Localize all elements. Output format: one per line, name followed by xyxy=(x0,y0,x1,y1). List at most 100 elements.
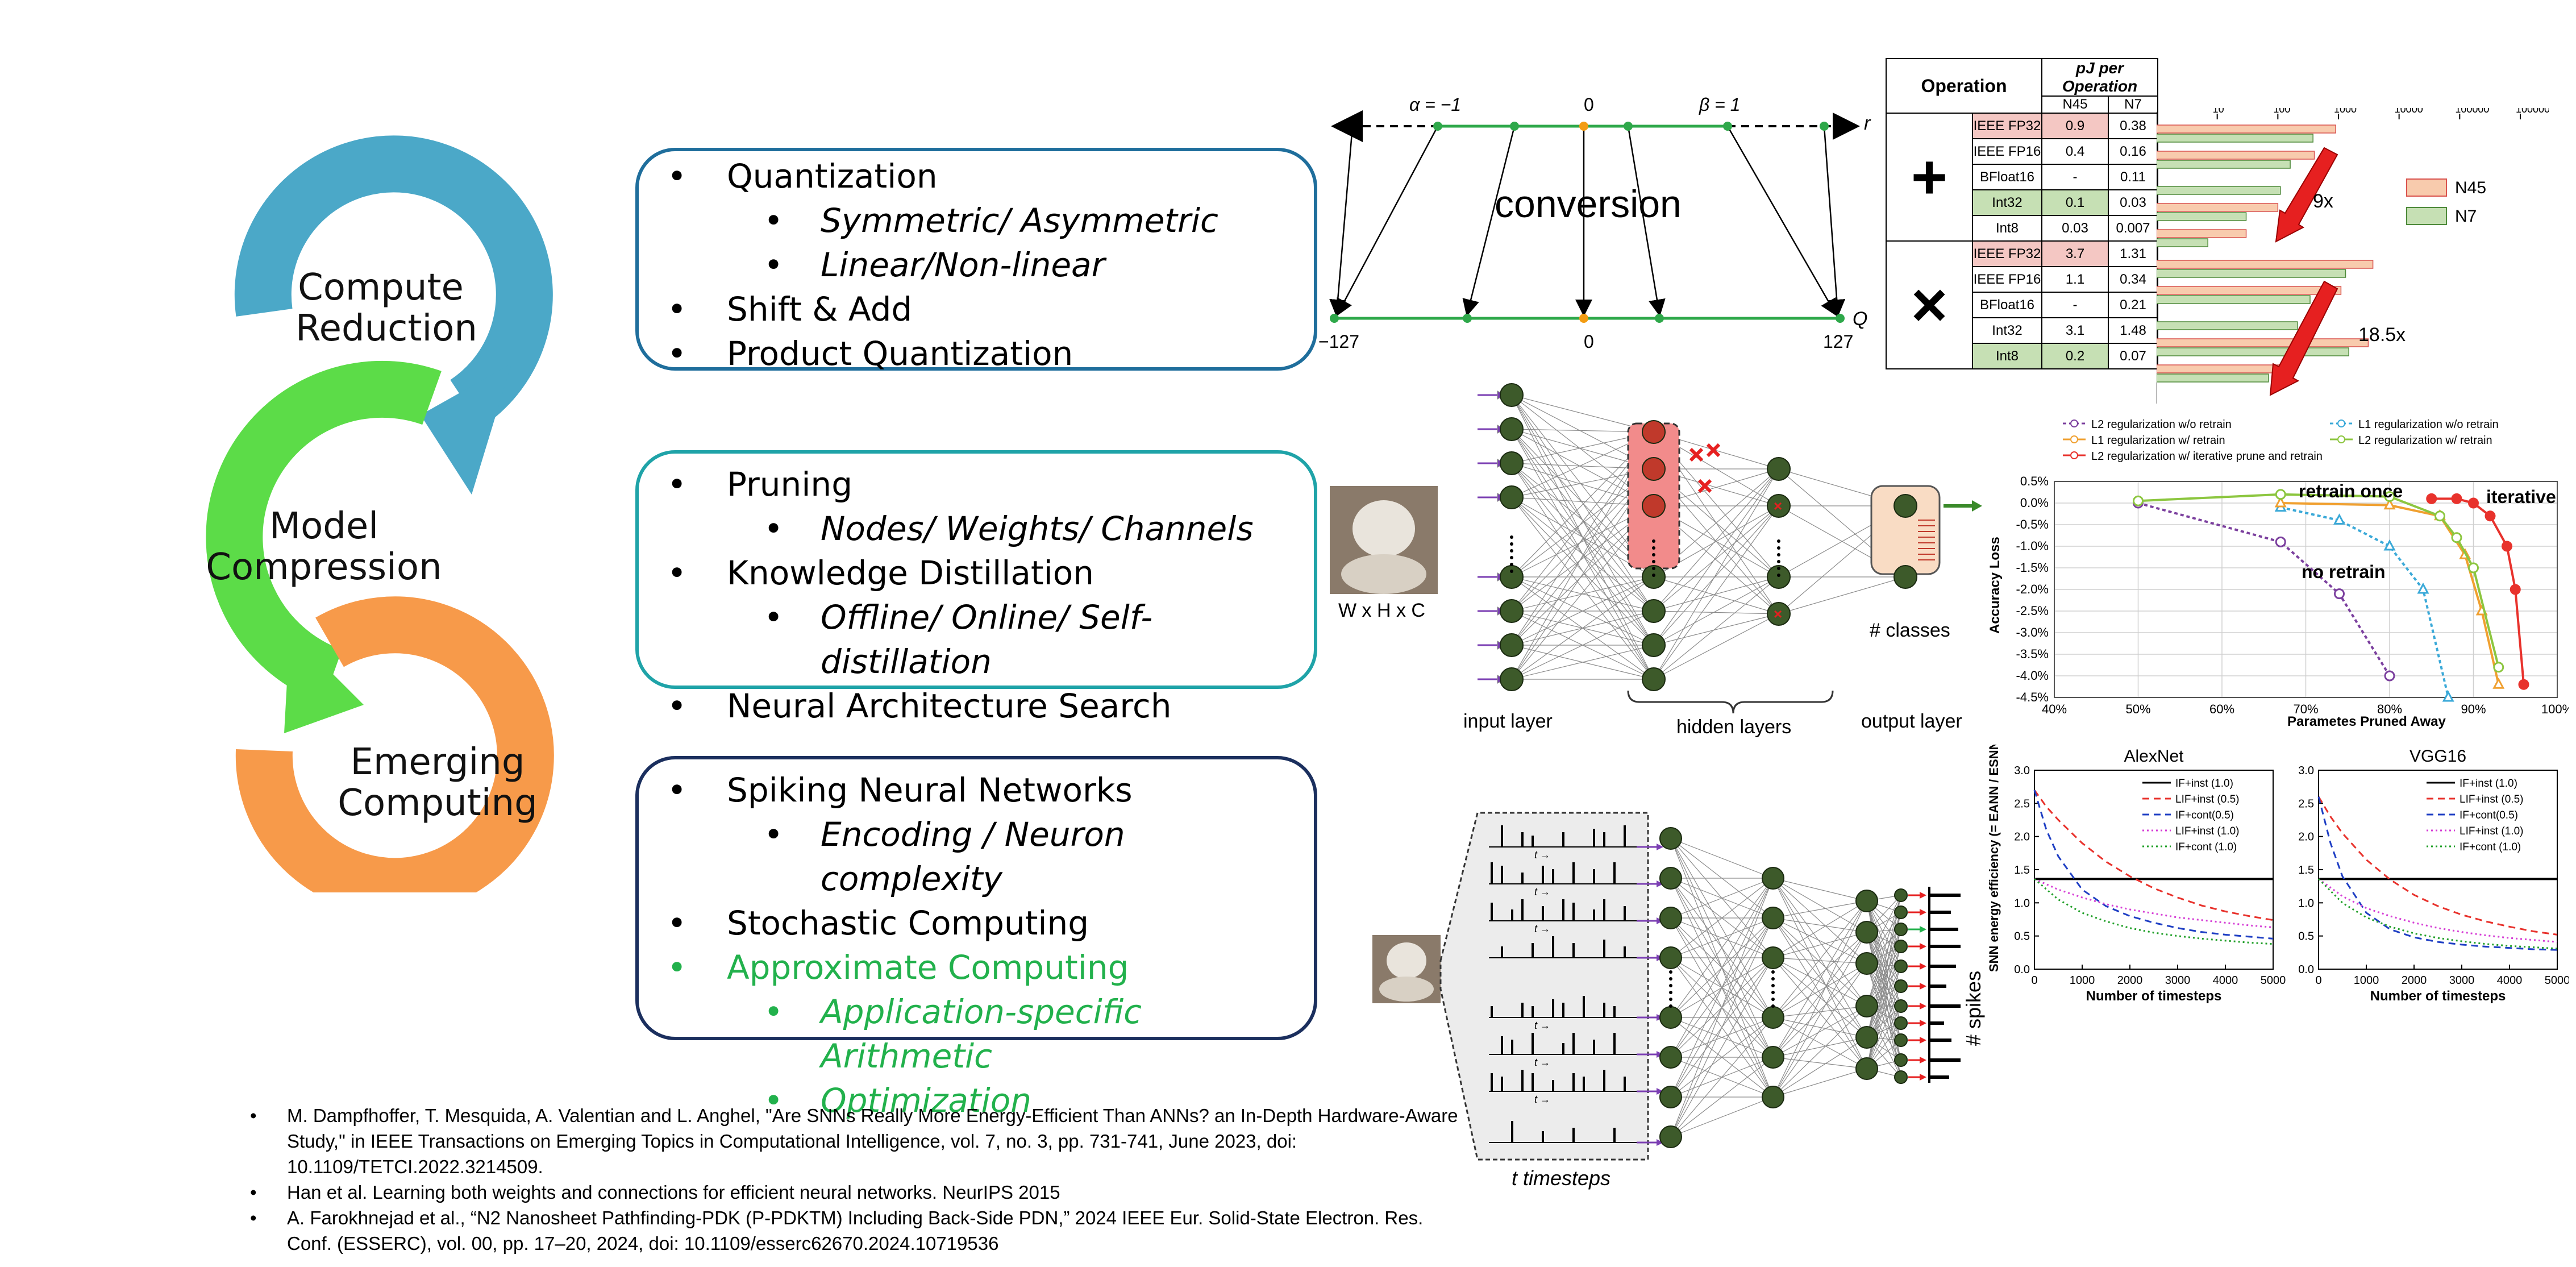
snn-node xyxy=(1894,959,1908,973)
connection-line xyxy=(1653,613,1779,680)
ellipsis-dot xyxy=(1777,553,1780,556)
legend-swatch-n7 xyxy=(2406,207,2447,225)
legend-label: L2 regularization w/o retrain xyxy=(2091,418,2232,431)
annotation-iterative: iterative xyxy=(2486,487,2556,507)
table-cell: - xyxy=(2041,292,2109,318)
energy-bar-n45 xyxy=(2157,338,2369,347)
table-cell: 0.03 xyxy=(2041,215,2109,242)
snn-cat-body xyxy=(1379,977,1434,1002)
snn-ylabel: SNN energy efficiency (= EANN / ESNN) xyxy=(1987,745,2001,972)
legend-label: L2 regularization w/ retrain xyxy=(2358,434,2492,447)
ellipsis-dot xyxy=(1652,539,1655,543)
snn-node xyxy=(1894,940,1908,953)
y-tick-label: 0.5 xyxy=(2298,930,2314,943)
ellipsis-dot xyxy=(1652,574,1655,577)
y-tick-label: 3.0 xyxy=(2298,765,2314,777)
energy-table: Operation pJ per Operation N45 N7 + IEEE… xyxy=(1886,58,2158,369)
ellipsis-dot xyxy=(1652,553,1655,556)
network-node xyxy=(1642,420,1666,444)
energy-bar-n45 xyxy=(2157,286,2342,295)
legend-marker xyxy=(2337,435,2345,443)
snn-connection xyxy=(1670,1017,1774,1137)
table-cell: IEEE FP32 xyxy=(1972,240,2042,267)
energy-bar-n7 xyxy=(2157,373,2269,383)
connection-line xyxy=(1511,576,1654,680)
list-item: Encoding / Neuron complexity xyxy=(639,812,1314,901)
energy-bar-n7 xyxy=(2157,238,2208,247)
pruned-node-mark: × xyxy=(1774,605,1782,622)
network-node xyxy=(1500,667,1524,691)
snn-node xyxy=(1659,827,1682,850)
network-node xyxy=(1767,457,1791,481)
snn-connection xyxy=(1772,900,1867,958)
snn-connection xyxy=(1670,878,1774,1137)
list-item: Quantization xyxy=(639,154,1314,198)
r-label: r xyxy=(1864,113,1871,134)
network-node xyxy=(1642,667,1666,691)
series-line xyxy=(2280,506,2450,698)
x-tick-label: 100% xyxy=(2541,702,2569,716)
snn-connection xyxy=(1866,895,1901,964)
hidden-layers-label: hidden layers xyxy=(1676,716,1791,738)
q-label: Q xyxy=(1853,308,1867,330)
series-point xyxy=(2383,539,2396,551)
snn-node xyxy=(1659,867,1682,890)
connection-line xyxy=(1653,576,1779,612)
y-tick-label: -3.5% xyxy=(2016,647,2049,661)
connection-line xyxy=(1653,505,1779,680)
connection-line xyxy=(1653,610,1779,614)
network-node xyxy=(1500,383,1524,407)
timesteps-label: t timesteps xyxy=(1512,1166,1610,1190)
table-cell: 1.48 xyxy=(2108,317,2158,344)
energy-bar-n7 xyxy=(2157,186,2281,195)
series-point xyxy=(2510,584,2521,595)
table-cell: BFloat16 xyxy=(1972,292,2042,318)
series-line xyxy=(2318,878,2558,943)
series-line xyxy=(2431,497,2525,685)
snn-connection xyxy=(1866,1006,1901,1069)
snn-connection xyxy=(1670,838,1774,879)
snn-connection xyxy=(1670,878,1774,1058)
snn-connection xyxy=(1866,946,1901,1007)
reference-item: A. Farokhnejad et al., “N2 Nanosheet Pat… xyxy=(250,1205,1472,1256)
spike-output-arrowhead xyxy=(1920,1037,1926,1044)
snn-cat-head xyxy=(1387,942,1426,979)
snn-connection xyxy=(1772,878,1867,902)
connection-line xyxy=(1653,468,1779,646)
snn-node xyxy=(1894,905,1908,919)
add-symbol: + xyxy=(1886,113,1973,242)
spike-input-arrowhead xyxy=(1657,880,1663,887)
series-point xyxy=(2417,582,2429,594)
connection-line xyxy=(1511,610,1654,680)
quantization-list: Quantization Symmetric/ Asymmetric Linea… xyxy=(639,154,1314,376)
time-arrow-label: t → xyxy=(1534,923,1550,934)
energy-axis-ticks: 1101001000100001000001000000 xyxy=(2157,108,2549,119)
ellipsis-dot xyxy=(1669,991,1672,994)
list-item: Symmetric/ Asymmetric xyxy=(639,198,1314,243)
references: M. Dampfhoffer, T. Mesquida, A. Valentia… xyxy=(250,1103,1472,1256)
snn-connection xyxy=(1772,1017,1867,1069)
snn-node xyxy=(1894,1070,1908,1084)
snn-connections xyxy=(1670,838,1901,1137)
ellipsis-dot xyxy=(1510,542,1513,546)
energy-tick-label: 100 xyxy=(2273,108,2290,115)
quantization-box: Quantization Symmetric/ Asymmetric Linea… xyxy=(635,148,1317,376)
compute-ring xyxy=(234,135,553,427)
legend-label: LIF+inst (0.5) xyxy=(2175,794,2239,805)
series-point xyxy=(2492,678,2505,689)
ellipsis-dot xyxy=(1771,984,1775,987)
snn-connection xyxy=(1772,900,1867,1058)
list-item: Linear/Non-linear xyxy=(639,243,1314,287)
snn-connection xyxy=(1670,1017,1774,1058)
network-node xyxy=(1767,602,1791,626)
table-cell: 0.16 xyxy=(2108,138,2158,165)
table-cell: 0.21 xyxy=(2108,292,2158,318)
snn-node xyxy=(1894,888,1908,902)
emerging-box: Spiking Neural Networks Encoding / Neuro… xyxy=(635,756,1317,1123)
pruned-connection-marks xyxy=(1689,443,1721,493)
snn-connection xyxy=(1772,963,1867,1058)
energy-tick-label: 1 xyxy=(2157,108,2158,115)
zero-point-bottom xyxy=(1579,314,1588,323)
